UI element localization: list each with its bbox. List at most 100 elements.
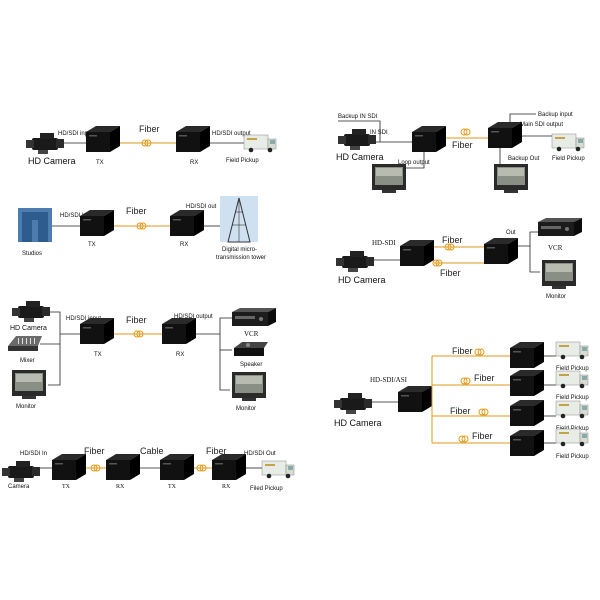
tx-box-icon [80,210,114,236]
hdsdi-label: HD-SDI/ASI [370,376,408,384]
output-label: HD/SDI output [212,131,251,137]
vcr-label: VCR [548,244,563,252]
fiber-coil-icon [478,408,489,416]
monitor-label: Monitor [546,294,566,300]
rx3-box-icon [510,400,544,426]
tx-box-icon [80,318,114,344]
field-pickup-icon [555,370,589,389]
tx-box-icon [400,240,434,266]
camera-label: HD Camera [10,325,47,332]
vcr-wire [518,231,540,247]
pickup4-label: Field Pickup [556,454,589,460]
backup-input-label: Backup input [538,112,573,118]
output-label: HD/SDI Out [244,451,276,457]
field-pickup-icon [555,400,589,419]
pickup-label: Filed Pickup [250,486,283,492]
tx-label: TX [96,160,104,166]
backup-in-wire [338,120,381,142]
input-label: HD/SDI In [60,213,87,219]
output-label: HD/SDI output [174,314,213,320]
field-pickup-icon [551,133,585,152]
hd-camera-icon [336,251,374,272]
field-pickup-icon [243,134,277,153]
cable-label: Cable [140,446,164,456]
in-sdi-label: IN SDI [370,130,388,136]
tx2-label: TX [168,484,177,490]
mixer-icon [8,336,42,351]
backup-in-label: Backup IN SDI [338,114,378,120]
speaker-icon [234,342,268,356]
camera-label: Camera [8,484,30,490]
loop-label: Loop output [398,160,430,166]
fiber1-label: Fiber [452,346,473,356]
transmission-tower-icon [220,196,258,243]
input-label: HD/SDI input [58,131,93,137]
camera-icon [2,461,40,482]
output-label: HD/SDI out [186,204,217,210]
fiber2-label: Fiber [474,373,495,383]
source-wire [48,311,61,386]
diagram-5: Backup IN SDI IN SDI HD Camera Loop outp… [336,112,585,193]
field-pickup-icon [555,341,589,360]
camera-label: HD Camera [28,156,76,166]
fiber-coil-icon [460,377,471,385]
monitor-right-label: Monitor [236,406,256,412]
fiber-coil-icon [458,435,469,443]
camera-label: HD Camera [336,152,384,162]
monitor-icon [12,370,46,399]
monitor-icon [494,164,528,193]
fiber-coil-icon [474,348,485,356]
vcr-label: VCR [244,330,259,338]
input-label: HD/SDI input [66,316,101,322]
pickup1-label: Field Pickup [556,366,589,372]
monitor-icon [542,260,576,289]
tx-box-icon [86,126,120,152]
tx-box-icon [412,126,446,152]
rx-box-icon [162,318,196,344]
hd-camera-icon [334,393,372,414]
loop-wire [398,152,425,169]
monitor-left-label: Monitor [16,404,36,410]
tx-label: TX [94,352,102,358]
diagram-1: HD Camera HD/SDI input TX Fiber RX HD/SD… [26,124,277,166]
rx2-box-icon [510,370,544,396]
tx1-label: TX [62,484,71,490]
tx1-box-icon [52,454,86,480]
monitor-wire [529,246,540,273]
tx-box-icon [398,386,432,412]
pickup-label: Field Pickup [226,158,259,164]
diagram-2: Studios HD/SDI In TX Fiber RX HD/SDI out… [18,196,266,261]
output-bus-wire [219,317,232,391]
rx1-box-icon [106,454,140,480]
fiber-coil-icon [460,128,471,136]
fiber-label: Fiber [126,315,147,325]
hdsdi-label: HD-SDI [372,239,396,247]
rx-box-icon [488,122,522,148]
fiber-top-label: Fiber [442,235,463,245]
tower-label-line1: Digital micro- [222,247,257,253]
hd-camera-icon [12,301,50,322]
vcr-icon [232,308,276,326]
input-label: HD/SDI In [20,451,47,457]
backup-input-wire [509,113,536,122]
fiber-label: Fiber [126,206,147,216]
rx1-box-icon [510,342,544,368]
tx-label: TX [88,242,96,248]
vcr-icon [538,218,582,236]
rx-label: RX [180,242,188,248]
fiber3-label: Fiber [450,406,471,416]
monitor-icon [232,372,266,401]
rx2-label: RX [222,484,231,490]
fiber1-label: Fiber [84,446,105,456]
diagram-3: HD Camera Mixer Monitor HD/SDI input TX … [8,301,276,412]
diagram-6: HD-SDI HD Camera Fiber Fiber Out VCR Mon… [336,218,582,300]
studios-label: Studios [22,251,42,257]
tx2-box-icon [160,454,194,480]
fiber4-label: Fiber [472,431,493,441]
main-output-label: Main SDI output [520,122,563,128]
pickup-label: Field Pickup [552,156,585,162]
fiber-label: Fiber [139,124,160,134]
out-label: Out [506,230,516,236]
fiber2-label: Fiber [206,446,227,456]
